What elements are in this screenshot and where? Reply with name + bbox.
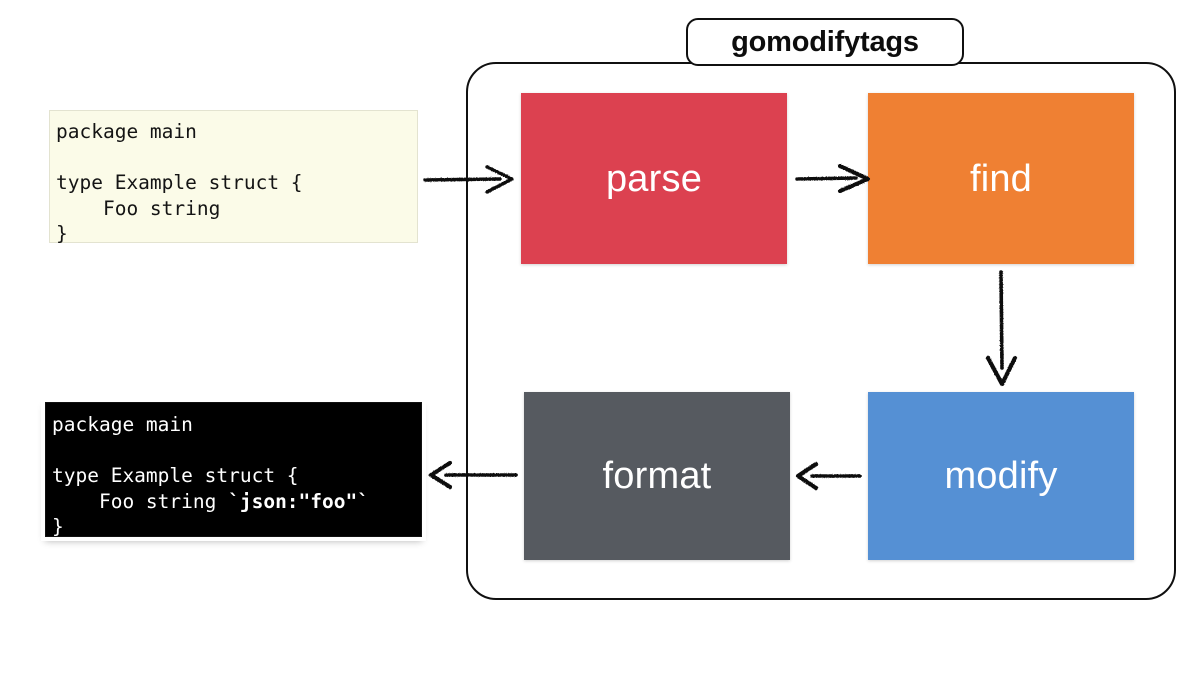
stage-label-format: format [602,455,712,497]
code-output-line5: } [52,515,64,538]
stage-box-parse[interactable]: parse [521,93,787,264]
code-block-input: package main type Example struct { Foo s… [49,110,418,245]
stage-box-format[interactable]: format [524,392,790,560]
code-output-line1: package main [52,413,193,436]
stage-label-modify: modify [944,455,1058,497]
stage-label-find: find [969,157,1033,200]
code-block-output: package main type Example struct { Foo s… [45,402,422,538]
code-output-struct-tag: `json:"foo"` [228,489,369,513]
code-input-text: package main type Example struct { Foo s… [56,120,303,245]
diagram-title-badge: gomodifytags [686,18,964,66]
code-output-line4-prefix: Foo string [52,489,229,513]
stage-label-parse: parse [605,157,703,200]
stage-box-find[interactable]: find [868,93,1134,264]
stage-box-modify[interactable]: modify [868,392,1134,560]
code-output-line3: type Example struct { [52,464,299,487]
page-title: gomodifytags [731,25,919,58]
